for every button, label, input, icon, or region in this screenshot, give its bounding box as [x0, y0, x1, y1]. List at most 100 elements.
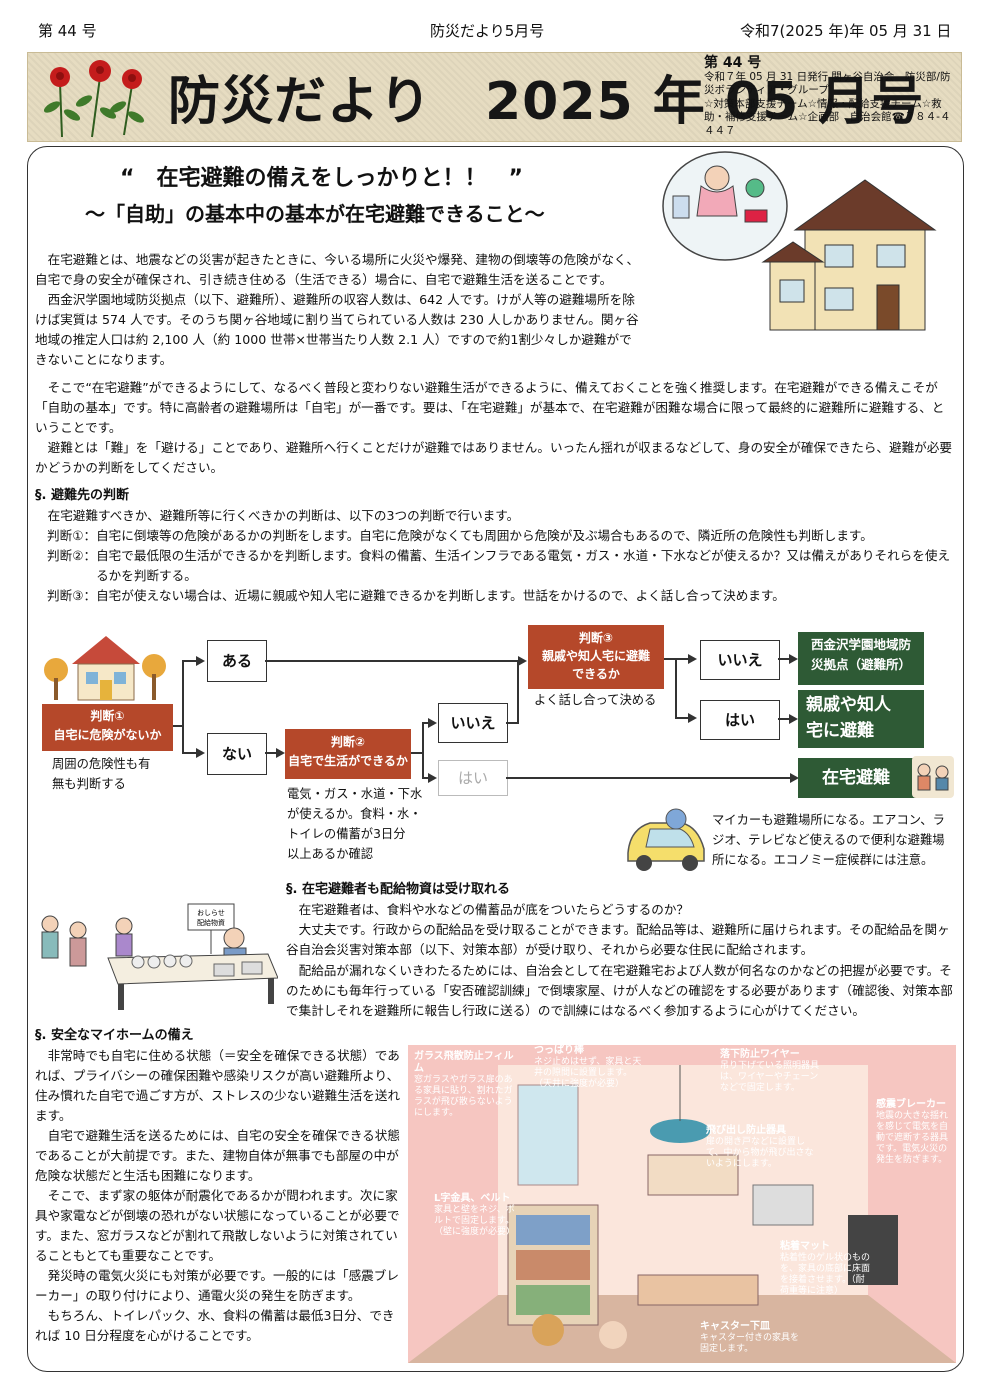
arrow-icon	[789, 714, 798, 724]
judgement-intro: 在宅避難すべきか、避難所等に行くべきかの判断は、以下の3つの判断で行います。	[47, 508, 520, 523]
judgement-text: 自宅に倒壊等の危険があるかの判断をします。自宅に危険がなくても周囲から危険が及ぶ…	[96, 528, 873, 543]
judgement-label: 判断③：	[47, 588, 97, 603]
connector	[411, 752, 423, 754]
callout-text: 地震の大きな揺れを感じて電気を自動で遮断する器具です。電気火災の発生を防ぎます。	[876, 1111, 949, 1165]
connector	[182, 660, 198, 662]
connector	[422, 722, 424, 778]
connector	[182, 752, 198, 754]
callout-text: 窓ガラスやガラス扉のある家具に貼り、割れたガラスが飛び散らないようにします。	[414, 1075, 513, 1118]
content-frame	[27, 146, 964, 1372]
headline-subtitle: ～「自助」の基本中の基本が在宅避難できること～	[85, 202, 545, 226]
supply-section: §. 在宅避難者も配給物資は受け取れる 在宅避難者は、食料や水などの備蓄品が底を…	[286, 880, 954, 960]
supply-paragraph: 大丈夫です。行政からの配給品を受け取ることができます。配給品等は、避難所に届けら…	[286, 922, 950, 957]
outcome-relatives: 親戚や知人 宅に避難	[798, 690, 924, 748]
masthead-title: 防災だより 2025 年 05 月号	[168, 72, 925, 132]
judgement-1-note: 周囲の危険性も有 無も判断する	[52, 757, 151, 791]
callout-title: つっぱり棒	[534, 1045, 584, 1056]
branch-hai-gray: はい	[438, 760, 508, 796]
judgement-3-note: よく話し合って決める	[534, 693, 657, 707]
supply-paragraph: 配給品が漏れなくいきわたるためには、自治会として在宅避難宅および人数が何名なのか…	[286, 963, 953, 1018]
connector	[675, 658, 677, 718]
connector	[778, 658, 790, 660]
arrow-icon	[688, 713, 697, 723]
intro-paragraph: 西金沢学園地域防災拠点（以下、避難所）、避難所の収容人数は、642 人です。けが…	[35, 292, 639, 367]
masthead-issue: 第 44 号	[704, 55, 762, 71]
judgement-text: 自宅が使えない場合は、近場に親戚や知人宅に避難できるかを判断します。世話をかける…	[96, 588, 785, 603]
judgement-2-note: 電気・ガス・水道・下水 が使えるか。食料・水・ トイレの備蓄が3日分 以上あるか…	[287, 787, 423, 861]
car-note: マイカーも避難場所になる。エアコン、ラジオ、テレビなど使えるので便利な避難場所に…	[712, 813, 945, 867]
connector	[422, 777, 430, 779]
supply-distribution-illustration: おしらせ 配給物資	[41, 903, 278, 1010]
house-icon	[44, 636, 166, 701]
arrow-icon	[688, 654, 697, 664]
sign-line-2: 配給物資	[197, 918, 225, 927]
newsletter-name-top: 防災だより5月号	[430, 22, 545, 40]
branch-nai: ない	[207, 733, 267, 775]
callout-title: 感震ブレーカー	[876, 1099, 946, 1110]
callout-fall-wire: 落下防止ワイヤー吊り下げている照明器具は、ワイヤーやチェーンなどで固定します。	[720, 1049, 820, 1094]
callout-title: キャスター下皿	[700, 1321, 770, 1332]
arrow-icon	[196, 748, 205, 758]
judgement-item: 判断②： 自宅で最低限の生活ができるかを判断します。食料の備蓄、生活インフラであ…	[35, 546, 953, 586]
connector	[675, 658, 689, 660]
house-with-supplies-illustration	[662, 151, 937, 331]
judgement-3-box: 判断③ 親戚や知人宅に避難 できるか	[528, 625, 664, 689]
section-title: §. 避難先の判断	[35, 488, 129, 503]
arrow-icon	[518, 656, 527, 666]
judgement-label: 判断②：	[47, 548, 97, 563]
callout-title: 飛び出し防止器具	[706, 1125, 786, 1136]
issue-date: 令和7(2025 年)年 05 月 31 日	[740, 22, 952, 40]
arrow-icon	[276, 748, 285, 758]
connector	[182, 660, 184, 753]
judgement-label: 判断①：	[47, 528, 97, 543]
judgement-item: 判断③： 自宅が使えない場合は、近場に親戚や知人宅に避難できるかを判断します。世…	[35, 586, 953, 606]
callout-latch: 飛び出し防止器具扉の開き戸などに設置して、中から物が飛び出さないようにします。	[706, 1125, 816, 1170]
judgement-section: §. 避難先の判断 在宅避難すべきか、避難所等に行くべきかの判断は、以下の3つの…	[35, 486, 953, 606]
home-paragraph: もちろん、トイレパック、水、食料の備蓄は最低3日分、できれば 10 日分程度を心…	[35, 1308, 395, 1343]
outcome-shelter: 西金沢学園地域防 災拠点（避難所）	[798, 632, 924, 685]
supply-section-cont: 配給品が漏れなくいきわたるためには、自治会として在宅避難宅および人数が何名なのか…	[35, 961, 953, 1021]
home-paragraph: そこで、まず家の躯体が耐震化であるかが問われます。次に家具や家電などが倒壊の恐れ…	[35, 1188, 400, 1263]
home-paragraph: 非常時でも自宅に住める状態（＝安全を確保できる状態）であれば、プライバシーの確保…	[35, 1048, 401, 1123]
family-icon	[912, 756, 954, 798]
branch-hai: はい	[700, 700, 780, 740]
callout-title: ガラス飛散防止フィルム	[414, 1051, 514, 1074]
judgement-1-box: 判断① 自宅に危険がないか	[42, 704, 173, 751]
headline-title: “ 在宅避難の備えをしっかりと！！ ”	[120, 166, 523, 191]
intro-block-1: 在宅避難とは、地震などの災害が起きたときに、今いる場所に火災や爆発、建物の倒壊等…	[35, 250, 640, 370]
judgement-item: 判断①： 自宅に倒壊等の危険があるかの判断をします。自宅に危険がなくても周囲から…	[35, 526, 953, 546]
branch-aru: ある	[207, 640, 267, 682]
masthead: 防災だより 2025 年 05 月号 第 44 号 令和７年 05 月 31 日…	[27, 52, 962, 142]
car-icon	[627, 808, 705, 871]
home-paragraph: 自宅で避難生活を送るためには、自宅の安全を確保できる状態であることが大前提です。…	[35, 1128, 400, 1183]
intro-paragraph: そこで“在宅避難”ができるようにして、なるべく普段と変わりない避難生活ができるよ…	[35, 380, 945, 435]
connector	[675, 717, 689, 719]
arrow-icon	[790, 773, 799, 783]
callout-text: 家具と壁をネジ、ボルトで固定します。（壁に強度が必要）	[434, 1205, 516, 1237]
masthead-info: 第 44 号 令和７年 05 月 31 日発行 関ヶ谷自治会 防災部/防災ボラン…	[704, 55, 956, 138]
connector	[506, 777, 792, 779]
arrow-icon	[428, 718, 437, 728]
intro-paragraph: 在宅避難とは、地震などの災害が起きたときに、今いる場所に火災や爆発、建物の倒壊等…	[35, 252, 640, 287]
publisher-info: 令和７年 05 月 31 日発行 関ヶ谷自治会 防災部/防災ボランティア・グルー…	[704, 70, 951, 137]
callout-glass-film: ガラス飛散防止フィルム窓ガラスやガラス扉のある家具に貼り、割れたガラスが飛び散ら…	[414, 1051, 514, 1119]
connector	[506, 722, 518, 724]
connector	[173, 725, 183, 727]
arrow-icon	[196, 656, 205, 666]
callout-l-bracket: L字金具、ベルト家具と壁をネジ、ボルトで固定します。（壁に強度が必要）	[434, 1193, 520, 1238]
intro-paragraph: 避難とは「難」を「避ける」ことであり、避難所へ行くことだけが避難ではありません。…	[35, 440, 952, 475]
callout-title: L字金具、ベルト	[434, 1193, 511, 1204]
callout-text: 吊り下げている照明器具は、ワイヤーやチェーンなどで固定します。	[720, 1061, 820, 1093]
callout-adhesive-mat: 粘着マット粘着性のゲル状のものを、家具の底部に床面を接着させます。（耐荷重等に注…	[780, 1241, 870, 1297]
judgement-2-box: 判断② 自宅で生活ができるか	[285, 729, 411, 779]
connector	[517, 660, 519, 724]
callout-text: キャスター付きの家具を固定します。	[700, 1333, 800, 1354]
arrow-icon	[789, 654, 798, 664]
room-drawing	[408, 1065, 956, 1363]
connector	[778, 718, 790, 720]
sign-line-1: おしらせ	[197, 909, 225, 917]
callout-caster-dish: キャスター下皿キャスター付きの家具を固定します。	[700, 1321, 800, 1355]
roses-icon	[43, 60, 145, 138]
section-title: §. 在宅避難者も配給物資は受け取れる	[286, 882, 510, 897]
callout-text: 扉の開き戸などに設置して、中から物が飛び出さないようにします。	[706, 1137, 814, 1169]
